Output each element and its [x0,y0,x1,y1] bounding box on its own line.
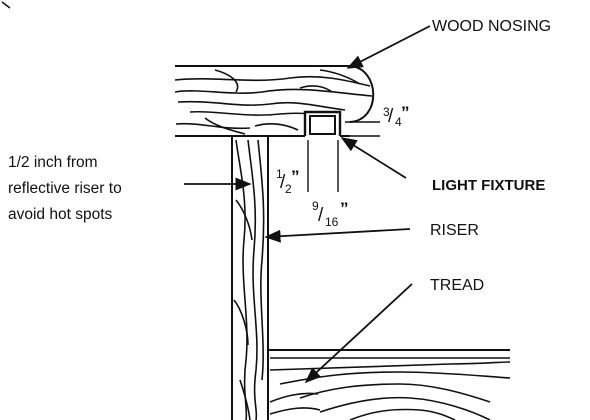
svg-text:16: 16 [325,215,339,229]
svg-text:”: ” [401,103,410,122]
note-line-3: avoid hot spots [8,206,113,223]
svg-text:/: / [318,205,324,226]
svg-text:/: / [280,172,286,193]
wood-nosing-leader [346,25,431,69]
light-fixture [303,110,342,136]
svg-text:4: 4 [395,115,402,129]
tread-board [268,349,510,420]
riser-label: RISER [430,222,479,239]
svg-text:3: 3 [383,105,390,119]
svg-text:/: / [388,106,394,127]
note-line-1: 1/2 inch from [8,154,98,171]
svg-text:”: ” [291,167,300,186]
wood-nosing-board [175,65,375,137]
riser-board [231,136,269,420]
nosing-thickness-dimension-lines [345,121,380,137]
fixture-width-dimension-lines [307,140,339,192]
svg-text:”: ” [340,199,349,218]
svg-text:2: 2 [285,182,292,196]
riser-leader [264,228,411,243]
riser-gap-dimension: 1 / 2 ” [276,167,300,196]
nosing-thickness-dimension: 3 / 4 ” [383,103,410,129]
wood-nosing-label: WOOD NOSING [432,18,551,35]
light-fixture-label: LIGHT FIXTURE [432,177,545,194]
tread-label: TREAD [430,277,484,294]
light-fixture-leader [340,137,407,179]
fixture-width-dimension: 9 / 16 ” [312,199,349,229]
corner-mark [1,1,11,9]
svg-text:1: 1 [276,167,283,181]
tread-leader [304,283,413,384]
svg-text:9: 9 [312,199,319,213]
note-line-2: reflective riser to [8,180,122,197]
